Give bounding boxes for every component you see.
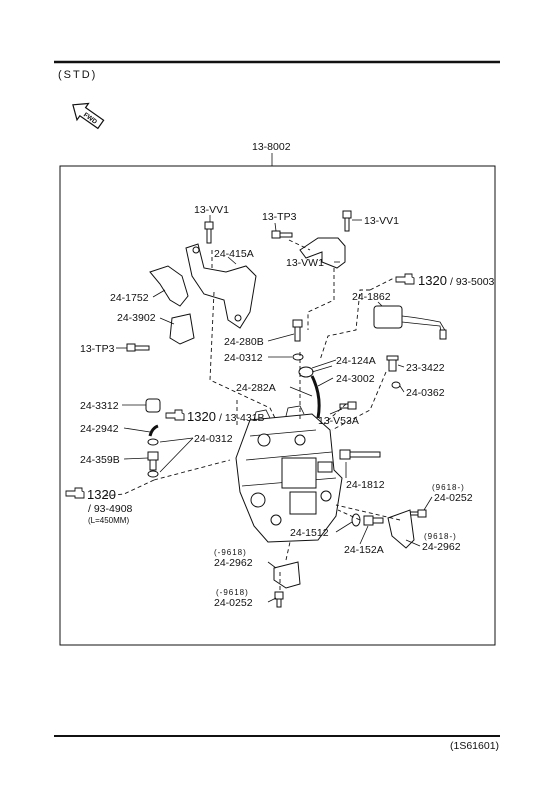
label-24-1812: 24-1812 [346, 479, 385, 491]
assembly-frame [59, 165, 496, 646]
hose-24-3002 [310, 375, 321, 419]
label-13-vw1: 13-VW1 [286, 257, 324, 269]
date-note-left-upper: (-9618) [214, 548, 247, 557]
lever-24-1752 [149, 265, 189, 307]
fitting-23-3422 [386, 355, 399, 372]
injection-pump-body [235, 405, 343, 543]
cross-ref-top-right-sub: / 93-5003 [450, 276, 495, 288]
label-13-v53a: 13-V53A [318, 415, 359, 427]
fwd-arrow-icon: FWD [72, 102, 105, 130]
bolt-13-vv1-left [204, 221, 214, 244]
label-24-2942: 24-2942 [80, 423, 119, 435]
cross-ref-top-right-main: 1320 [418, 273, 447, 288]
label-24-1512: 24-1512 [290, 527, 329, 539]
bolt-24-0252-left [274, 591, 284, 608]
bolt-24-359b [147, 451, 159, 471]
bolt-24-152a [363, 515, 384, 526]
label-24-0312-mid: 24-0312 [194, 433, 233, 445]
label-24-359b: 24-359B [80, 454, 120, 466]
label-24-0252-left: 24-0252 [214, 597, 253, 609]
assembly-code: 13-8002 [252, 141, 291, 153]
label-24-3902: 24-3902 [117, 312, 156, 324]
bracket-13-vw1 [299, 237, 346, 269]
date-note-right-upper: (9618-) [432, 483, 465, 492]
washer-24-0312-top [292, 353, 304, 361]
date-notes: (9618-) (9618-) (-9618) (-9618) [214, 483, 465, 597]
label-23-3422: 23-3422 [406, 362, 445, 374]
bolt-13-v53a [339, 401, 357, 410]
cross-ref-middle-sub: / 13-431B [219, 412, 265, 424]
bolt-24-1812 [339, 449, 381, 460]
label-24-282a: 24-282A [236, 382, 276, 394]
figure-code: (1S61601) [450, 740, 499, 752]
bracket-24-3902 [169, 313, 195, 345]
cross-ref-left-main: 1320 [87, 487, 116, 502]
label-24-0312-top: 24-0312 [224, 352, 263, 364]
label-24-124a: 24-124A [336, 355, 376, 367]
label-13-tp3-left: 13-TP3 [80, 343, 115, 355]
label-13-tp3-top: 13-TP3 [262, 211, 297, 223]
label-24-2962-right: 24-2962 [422, 541, 461, 553]
label-24-0252-right: 24-0252 [434, 492, 473, 504]
pointing-hand-icon [65, 487, 85, 499]
part-labels: 13-VV1 13-TP3 13-VV1 24-415A 13-VW1 24-1… [80, 204, 473, 609]
hose-24-2942 [148, 424, 159, 437]
bracket-24-2962-right [387, 509, 415, 549]
label-13-vv1-left: 13-VV1 [194, 204, 229, 216]
label-24-3312: 24-3312 [80, 400, 119, 412]
washer-24-1512 [351, 513, 361, 527]
variant-label: (STD) [58, 69, 97, 81]
bolt-13-tp3-left [126, 343, 150, 352]
bracket-24-2962-left [273, 561, 301, 589]
pointing-hand-icon [165, 409, 185, 421]
bolt-13-tp3-top [271, 230, 293, 239]
label-24-0362: 24-0362 [406, 387, 445, 399]
label-24-2962-left: 24-2962 [214, 557, 253, 569]
washer-24-0362 [391, 381, 401, 389]
cross-ref-left[interactable]: 1320 / 93-4908 (L=450MM) [65, 487, 133, 525]
cap-24-3312 [145, 398, 161, 413]
washer-24-0312-a [147, 438, 159, 446]
label-24-415a: 24-415A [214, 248, 254, 260]
label-24-1752: 24-1752 [110, 292, 149, 304]
washer-24-0312-b [147, 470, 159, 478]
bolt-24-280b [292, 319, 303, 342]
label-13-vv1-right: 13-VV1 [364, 215, 399, 227]
sensor-24-1862 [373, 305, 447, 340]
label-24-280b: 24-280B [224, 336, 264, 348]
leader-lines [116, 215, 433, 603]
cross-ref-middle[interactable]: 1320 / 13-431B [165, 409, 265, 424]
cross-ref-left-sub: / 93-4908 [88, 503, 133, 515]
label-24-3002: 24-3002 [336, 373, 375, 385]
bolt-13-vv1-right [342, 210, 352, 232]
banjo-24-124a [298, 365, 333, 378]
connection-lines [103, 239, 401, 590]
cross-ref-middle-main: 1320 [187, 409, 216, 424]
cross-ref-left-note: (L=450MM) [88, 516, 129, 525]
cross-ref-top-right[interactable]: 1320 / 93-5003 [395, 273, 495, 288]
date-note-left-lower: (-9618) [216, 588, 249, 597]
label-24-152a: 24-152A [344, 544, 384, 556]
label-24-1862: 24-1862 [352, 291, 391, 303]
pointing-hand-icon [395, 273, 415, 285]
bracket-24-415a [185, 243, 257, 329]
date-note-right-lower: (9618-) [424, 532, 457, 541]
